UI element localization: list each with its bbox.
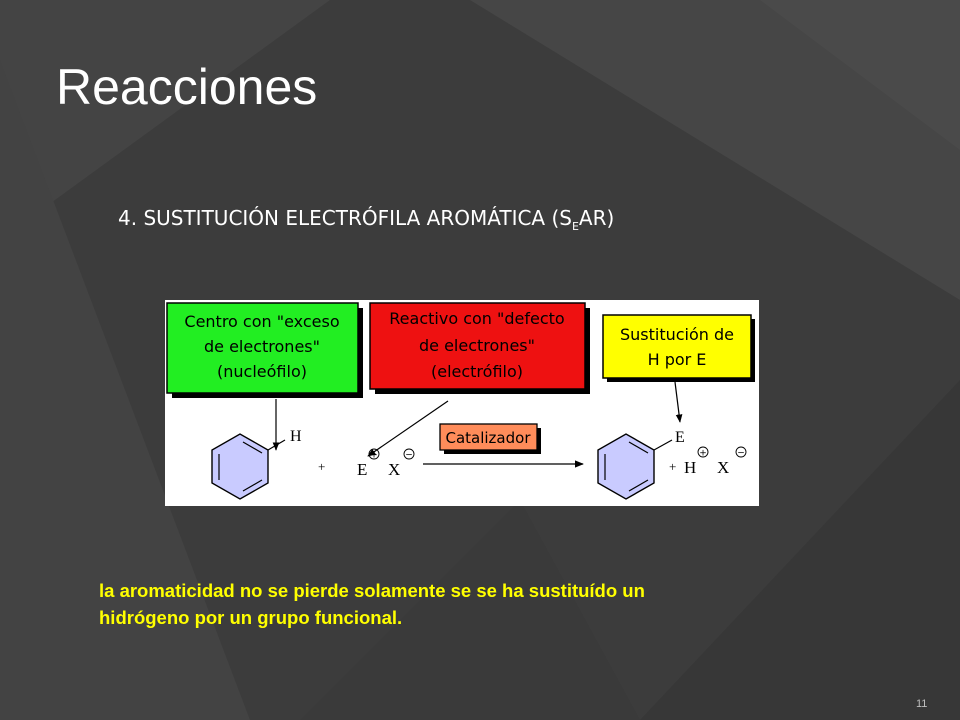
reagent-E-label: E: [357, 460, 367, 479]
subtitle-text-end: AR): [578, 206, 615, 230]
explanation-note: la aromaticidad no se pierde solamente s…: [99, 577, 819, 631]
plus-sign-1: +: [318, 459, 325, 474]
electrophile-box: Reactivo con "defecto de electrones" (el…: [369, 302, 590, 394]
arrow-substitution: [674, 381, 683, 423]
electrophile-line-2: de electrones": [419, 336, 535, 355]
positive-charge-icon: +: [697, 446, 709, 459]
product-X-label: X: [717, 458, 729, 477]
slide-subtitle: 4. SUSTITUCIÓN ELECTRÓFILA AROMÁTICA (SE…: [118, 206, 614, 233]
catalyst-box: Catalizador: [439, 423, 541, 454]
catalyst-label: Catalizador: [445, 429, 531, 447]
note-line-2: hidrógeno por un grupo funcional.: [99, 607, 403, 628]
nucleophile-line-1: Centro con "exceso: [184, 312, 339, 331]
page-number: 11: [916, 698, 928, 710]
svg-text:−: −: [405, 451, 413, 461]
svg-text:−: −: [737, 449, 745, 459]
benzene-ring-product: [597, 433, 673, 500]
plus-sign-2: +: [669, 459, 676, 474]
reactant-H-label: H: [290, 428, 302, 445]
svg-text:+: +: [699, 449, 707, 459]
note-line-1: la aromaticidad no se pierde solamente s…: [99, 580, 645, 601]
reaction-diagram: Centro con "exceso de electrones" (nucle…: [165, 300, 759, 506]
product-E-label: E: [675, 429, 685, 446]
svg-text:+: +: [370, 451, 378, 461]
electrophile-line-3: (electrófilo): [431, 362, 523, 381]
substitution-box: Sustitución de H por E: [602, 314, 755, 382]
negative-charge-icon: −: [403, 448, 415, 461]
nucleophile-line-3: (nucleófilo): [217, 362, 307, 381]
subtitle-subscript: E: [571, 220, 579, 233]
slide-title: Reacciones: [56, 59, 318, 115]
substitution-line-1: Sustitución de: [620, 325, 734, 344]
substitution-line-2: H por E: [648, 350, 707, 369]
electrophile-line-1: Reactivo con "defecto: [389, 309, 564, 328]
reagent-X-label: X: [388, 460, 400, 479]
arrow-electrophile: [367, 400, 449, 457]
nucleophile-box: Centro con "exceso de electrones" (nucle…: [166, 302, 363, 398]
reaction-diagram-svg: Centro con "exceso de electrones" (nucle…: [166, 302, 755, 500]
positive-charge-icon: +: [368, 448, 380, 461]
product-H-label: H: [684, 458, 696, 477]
nucleophile-line-2: de electrones": [204, 337, 320, 356]
negative-charge-icon: −: [735, 446, 747, 459]
subtitle-text: 4. SUSTITUCIÓN ELECTRÓFILA AROMÁTICA (S: [118, 206, 572, 230]
benzene-ring-reactant: [211, 433, 286, 500]
